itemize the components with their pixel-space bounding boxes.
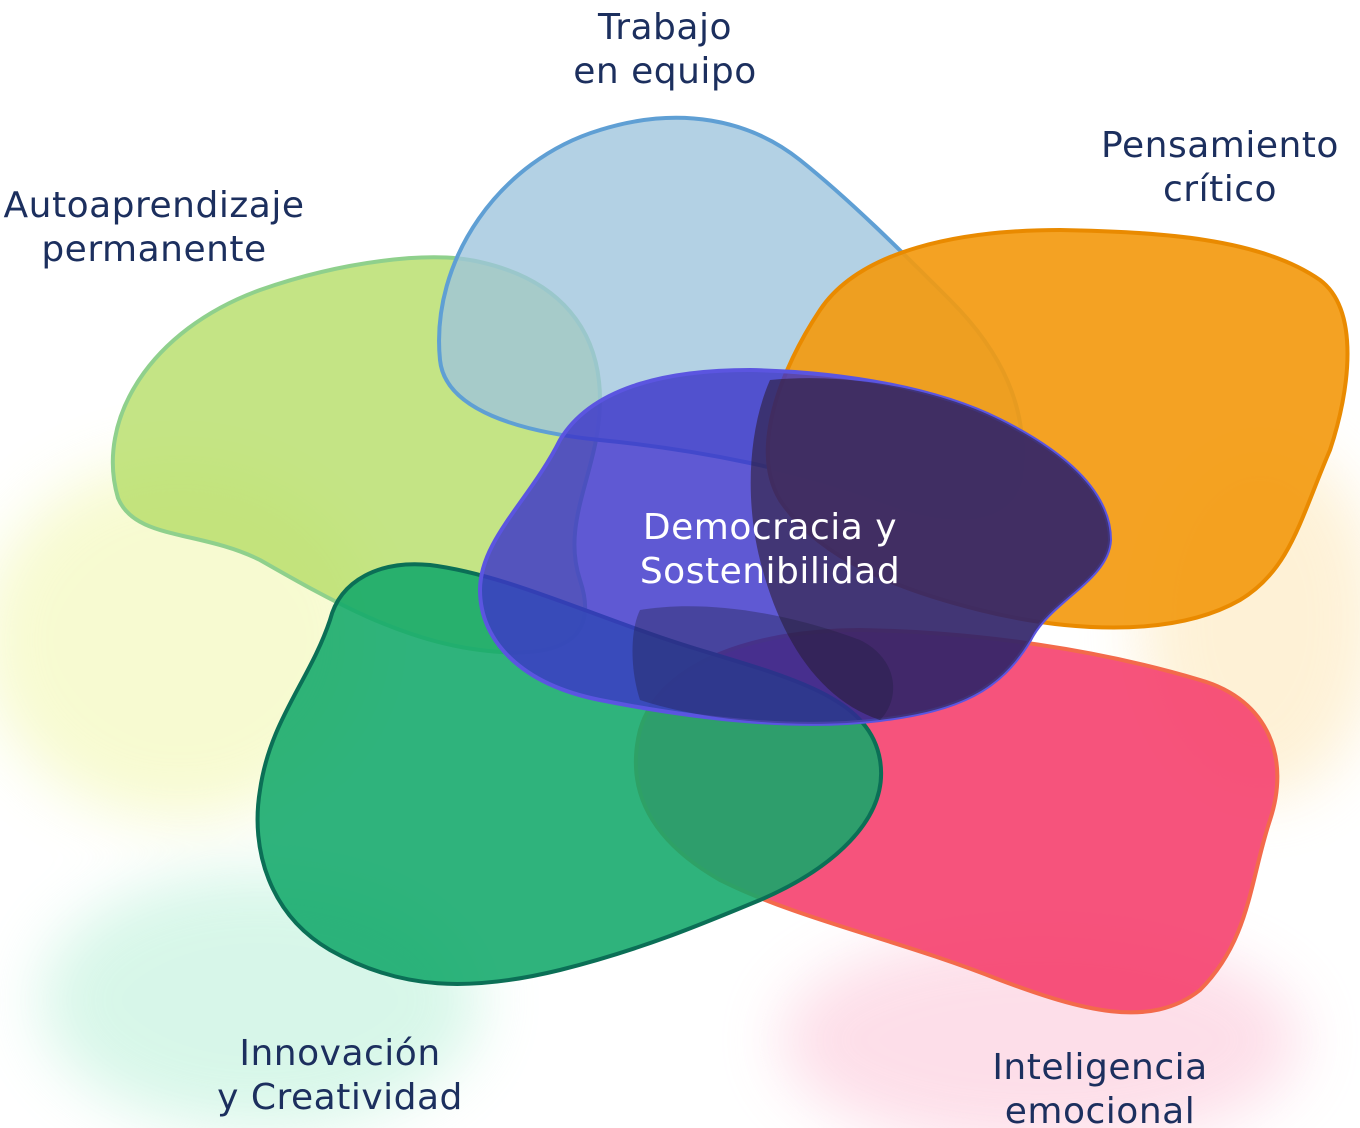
- label-trabajo-line1: Trabajo: [598, 7, 732, 48]
- label-trabajo-line2: en equipo: [573, 51, 757, 92]
- label-inteligencia-emocional: Inteligencia emocional: [950, 1046, 1250, 1128]
- label-democracia-line2: Sostenibilidad: [639, 551, 901, 592]
- label-innovacion-creatividad: Innovación y Creatividad: [190, 1032, 490, 1120]
- label-pensamiento-line2: crítico: [1162, 169, 1278, 210]
- overlap-shade-right: [750, 378, 1110, 720]
- label-trabajo-en-equipo: Trabajo en equipo: [520, 6, 810, 94]
- label-autoaprendizaje-line2: permanente: [41, 229, 267, 270]
- overlap-shade-bottom: [632, 606, 894, 724]
- label-innovacion-line2: y Creatividad: [217, 1077, 463, 1118]
- label-autoaprendizaje-line1: Autoaprendizaje: [3, 185, 305, 226]
- label-autoaprendizaje-permanente: Autoaprendizaje permanente: [0, 184, 308, 272]
- label-pensamiento-critico: Pensamiento crítico: [1080, 124, 1360, 212]
- label-inteligencia-line2: emocional: [1004, 1091, 1196, 1128]
- label-pensamiento-line1: Pensamiento: [1101, 125, 1339, 166]
- label-democracia-sostenibilidad: Democracia y Sostenibilidad: [610, 506, 930, 594]
- label-innovacion-line1: Innovación: [239, 1033, 441, 1074]
- label-democracia-line1: Democracia y: [642, 507, 898, 548]
- label-inteligencia-line1: Inteligencia: [992, 1047, 1208, 1088]
